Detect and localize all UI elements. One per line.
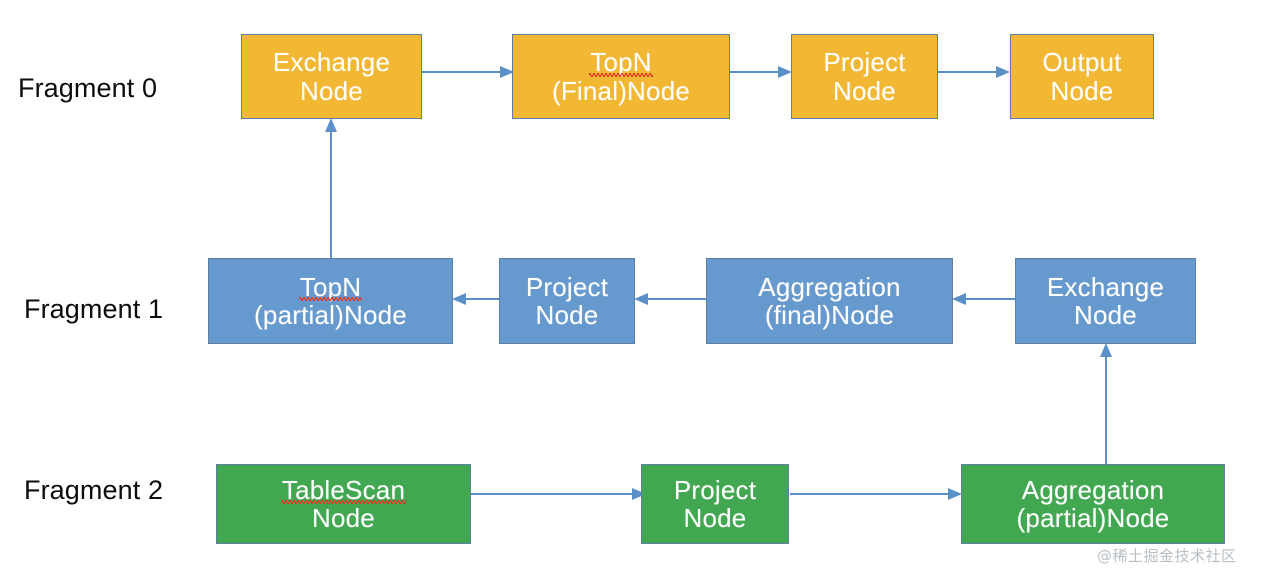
node-f2-tablescan[interactable]: TableScan Node <box>216 464 471 544</box>
node-f2-project-line1: Project <box>673 474 757 505</box>
node-f0-exchange-line1: Exchange <box>272 47 391 78</box>
node-f1-project-line2: Node <box>535 300 599 330</box>
node-f1-topn-partial-line1: TopN <box>298 271 362 302</box>
node-f0-project-line1: Project <box>823 47 906 78</box>
edge-f1-topn-to-f0-exchange <box>321 118 341 258</box>
node-f1-agg-final-line2: (final)Node <box>764 300 895 330</box>
node-f1-topn-partial-line2: (partial)Node <box>254 300 407 330</box>
edge-f0-project-to-output <box>938 62 1010 82</box>
node-f2-agg-partial-line1: Aggregation <box>1021 474 1165 505</box>
node-f0-project-line2: Node <box>833 75 896 106</box>
node-f2-tablescan-line2: Node <box>312 503 375 533</box>
node-f0-output[interactable]: Output Node <box>1010 34 1154 119</box>
node-f0-output-line1: Output <box>1042 47 1122 78</box>
edge-f2-tablescan-to-project <box>470 484 646 504</box>
node-f0-exchange[interactable]: Exchange Node <box>241 34 422 119</box>
node-f1-exchange-line2: Node <box>1074 300 1137 330</box>
fragment-label-1: Fragment 1 <box>24 294 164 324</box>
node-f1-agg-final[interactable]: Aggregation (final)Node <box>706 258 953 344</box>
node-f0-topn-final-line2: (Final)Node <box>551 75 691 106</box>
node-f0-topn-final[interactable]: TopN (Final)Node <box>512 34 730 119</box>
watermark: @稀土掘金技术社区 <box>1097 547 1237 565</box>
edge-f2-agg-to-f1-exchange <box>1096 343 1116 465</box>
node-f2-project[interactable]: Project Node <box>641 464 789 544</box>
node-f2-agg-partial[interactable]: Aggregation (partial)Node <box>961 464 1225 544</box>
node-f0-output-line2: Node <box>1050 75 1114 106</box>
edge-f1-exchange-to-agg <box>952 289 1016 309</box>
edge-f0-exchange-to-topn <box>422 62 514 82</box>
node-f1-project-line1: Project <box>525 271 609 302</box>
edge-f1-agg-to-project <box>634 289 706 309</box>
fragment-label-2: Fragment 2 <box>24 475 164 505</box>
node-f0-topn-final-line1: TopN <box>589 47 653 78</box>
node-f1-exchange-line1: Exchange <box>1046 271 1165 302</box>
node-f0-exchange-line2: Node <box>300 75 363 106</box>
edge-f2-project-to-agg <box>790 484 962 504</box>
node-f1-topn-partial[interactable]: TopN (partial)Node <box>208 258 453 344</box>
edge-f0-topn-to-project <box>730 62 792 82</box>
node-f2-tablescan-line1: TableScan <box>280 474 407 505</box>
node-f1-exchange[interactable]: Exchange Node <box>1015 258 1196 344</box>
node-f1-agg-final-line1: Aggregation <box>758 271 901 302</box>
node-f0-project[interactable]: Project Node <box>791 34 938 119</box>
fragment-label-0: Fragment 0 <box>18 73 158 103</box>
node-f1-project[interactable]: Project Node <box>499 258 635 344</box>
node-f2-agg-partial-line2: (partial)Node <box>1016 503 1170 533</box>
node-f2-project-line2: Node <box>683 503 747 533</box>
